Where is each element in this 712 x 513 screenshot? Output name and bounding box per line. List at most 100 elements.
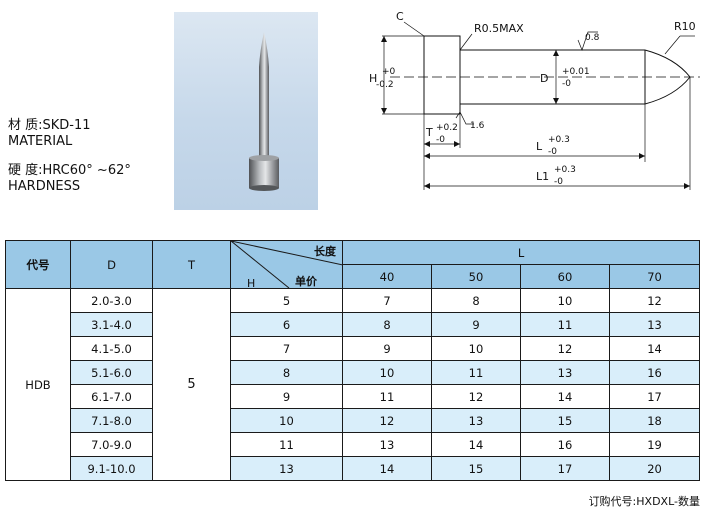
technical-drawing: C R0.5MAX R10 0.8 1.6 H +0 -0.2 D +0.01 … [369, 10, 700, 190]
label-l1-tol-up: +0.3 [554, 165, 576, 175]
d-cell: 2.0-3.0 [70, 288, 153, 313]
corner-length-label: 长度 [314, 245, 336, 258]
label-r10: R10 [674, 20, 696, 33]
price-cell: 14 [431, 432, 521, 457]
price-cell: 15 [431, 456, 521, 481]
price-cell: 17 [520, 456, 610, 481]
price-cell: 11 [431, 360, 521, 385]
price-cell: 10 [520, 288, 610, 313]
header-l-50: 50 [431, 264, 521, 289]
price-cell: 18 [608, 408, 701, 433]
price-cell: 13 [520, 360, 610, 385]
h-cell: 8 [230, 360, 343, 385]
price-cell: 16 [608, 360, 701, 385]
header-row: 代号 D T 长度 单价 H L [5, 240, 701, 290]
order-code: 订购代号:HXDXL-数量 [588, 495, 700, 508]
label-t-tol-up: +0.2 [436, 123, 458, 133]
price-cell: 10 [342, 360, 432, 385]
label-l-tol-up: +0.3 [548, 135, 570, 145]
price-cell: 8 [431, 288, 521, 313]
h-cell: 11 [230, 432, 343, 457]
price-cell: 13 [431, 408, 521, 433]
hardness-label-en: HARDNESS [8, 179, 81, 194]
label-d-tol-up: +0.01 [562, 67, 590, 77]
hardness-label: 硬 度:HRC60° ~62° [8, 163, 131, 178]
t-cell: 5 [152, 288, 231, 481]
h-cell: 6 [230, 312, 343, 337]
label-d: D [540, 72, 548, 85]
price-cell: 17 [608, 384, 701, 409]
header-d: D [70, 240, 153, 289]
price-cell: 12 [520, 336, 610, 361]
price-cell: 9 [431, 312, 521, 337]
header-corner: 长度 单价 H [230, 240, 343, 290]
table-row: 7.0-9.0 11 13 14 16 19 [6, 432, 701, 457]
header-l: L [341, 240, 701, 265]
label-t: T [425, 126, 433, 139]
label-c: C [396, 10, 404, 23]
price-cell: 11 [520, 312, 610, 337]
price-cell: 14 [520, 384, 610, 409]
table-row: 3.1-4.0 6 8 9 11 13 [6, 312, 701, 337]
d-cell: 9.1-10.0 [70, 456, 153, 481]
d-cell: 4.1-5.0 [70, 336, 153, 361]
roughness-16: 1.6 [470, 121, 485, 131]
h-cell: 13 [230, 456, 343, 481]
d-cell: 7.1-8.0 [70, 408, 153, 433]
label-h-tol-up: +0 [382, 67, 396, 77]
label-h: H [369, 72, 377, 85]
header-t: T [152, 240, 231, 289]
label-d-tol-down: -0 [562, 79, 571, 89]
header-l-values-row: 40 50 60 70 [6, 264, 701, 289]
price-cell: 14 [608, 336, 701, 361]
material-label: 材 质:SKD-11 [8, 118, 91, 133]
price-cell: 12 [431, 384, 521, 409]
price-cell: 9 [342, 336, 432, 361]
price-cell: 8 [342, 312, 432, 337]
code-cell: HDB [5, 288, 71, 481]
d-cell: 7.0-9.0 [70, 432, 153, 457]
header-code: 代号 [5, 240, 71, 289]
corner-diagonal [231, 241, 343, 288]
header-l-40: 40 [342, 264, 432, 289]
price-cell: 13 [342, 432, 432, 457]
price-cell: 13 [608, 312, 701, 337]
price-cell: 11 [342, 384, 432, 409]
label-l1: L1 [536, 170, 549, 183]
spec-table: 代号 D T 长度 单价 H L 40 50 60 70 HDB 2.0-3.0… [5, 240, 701, 481]
price-cell: 16 [520, 432, 610, 457]
label-h-tol-down: -0.2 [376, 80, 394, 90]
label-l1-tol-down: -0 [554, 177, 563, 187]
label-r05: R0.5MAX [474, 22, 524, 35]
table-row: 6.1-7.0 9 11 12 14 17 [6, 384, 701, 409]
table-row: 7.1-8.0 10 12 13 15 18 [6, 408, 701, 433]
corner-h-label: H [247, 277, 256, 290]
label-l-tol-down: -0 [548, 147, 557, 157]
h-cell: 9 [230, 384, 343, 409]
table-row: 4.1-5.0 7 9 10 12 14 [6, 336, 701, 361]
price-cell: 20 [608, 456, 701, 481]
h-cell: 5 [230, 288, 343, 313]
h-cell: 10 [230, 408, 343, 433]
header-l-70: 70 [608, 264, 701, 289]
d-cell: 3.1-4.0 [70, 312, 153, 337]
product-photo [174, 12, 318, 210]
price-cell: 7 [342, 288, 432, 313]
price-cell: 15 [520, 408, 610, 433]
price-cell: 19 [608, 432, 701, 457]
h-cell: 7 [230, 336, 343, 361]
price-cell: 12 [608, 288, 701, 313]
corner-unit-label: 单价 [295, 275, 317, 288]
roughness-08: 0.8 [585, 33, 600, 43]
table-row: 5.1-6.0 8 10 11 13 16 [6, 360, 701, 385]
header-l-60: 60 [520, 264, 610, 289]
table-row: HDB 2.0-3.0 5 5 7 8 10 12 [5, 288, 701, 481]
d-cell: 5.1-6.0 [70, 360, 153, 385]
label-t-tol-down: -0 [436, 135, 445, 145]
label-l: L [536, 140, 543, 153]
table-row: 9.1-10.0 13 14 15 17 20 [6, 456, 701, 481]
price-cell: 14 [342, 456, 432, 481]
d-cell: 6.1-7.0 [70, 384, 153, 409]
price-cell: 10 [431, 336, 521, 361]
material-label-en: MATERIAL [8, 134, 73, 149]
